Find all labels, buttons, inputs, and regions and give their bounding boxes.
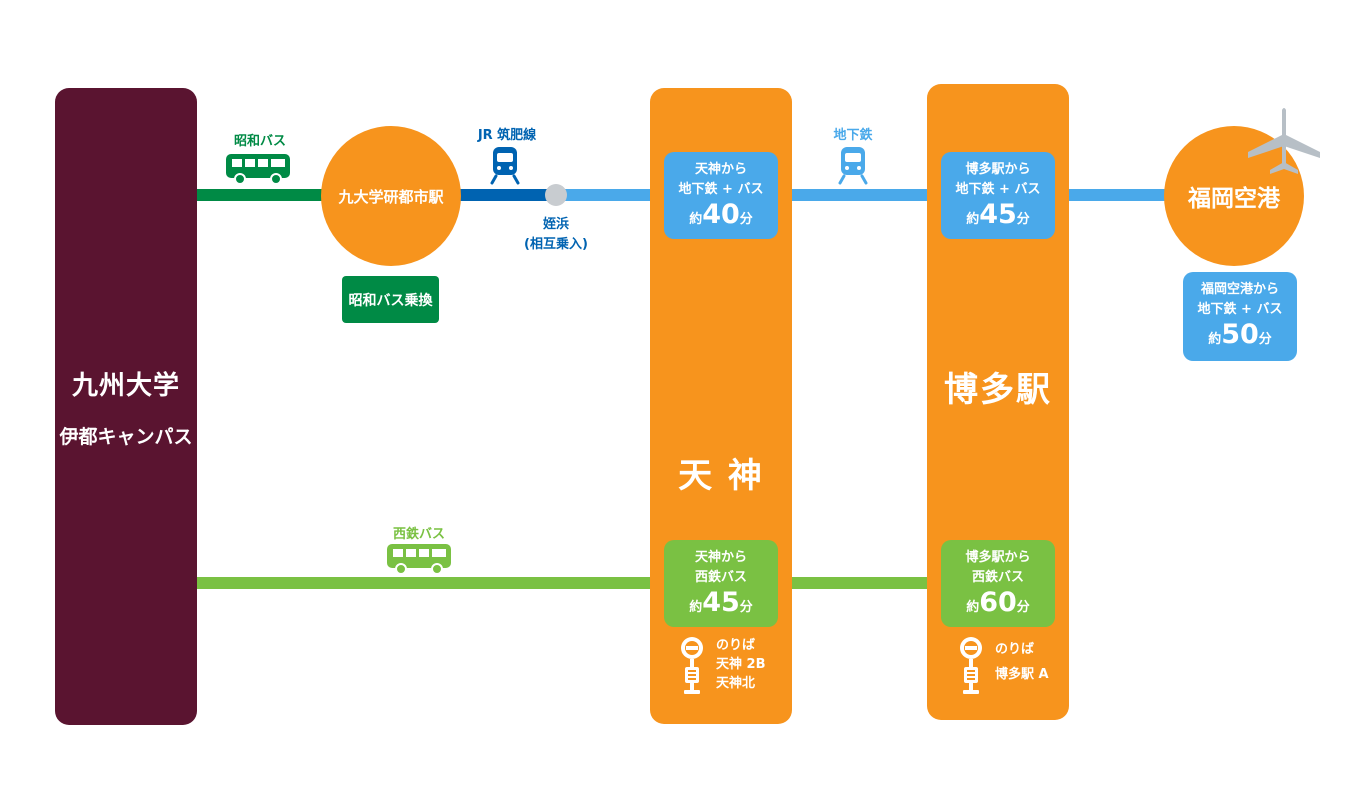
box-line2: 西鉄バス xyxy=(694,570,747,585)
train-icon xyxy=(490,147,520,185)
stop-text: のりば 天神 2B 天神北 xyxy=(716,636,765,693)
box-line1: 博多駅から xyxy=(965,550,1031,565)
jr-chikuhi-line xyxy=(448,189,556,201)
box-duration: 約50分 xyxy=(1183,320,1297,355)
tenjin-subway-box: 天神から 地下鉄 + バス 約40分 xyxy=(664,152,778,239)
hakata-bus-stop: のりば 博多駅 A xyxy=(957,636,1057,696)
campus-name: 九州大学 xyxy=(71,370,180,401)
box-duration: 約45分 xyxy=(941,200,1055,235)
tenjin-bus-stop: のりば 天神 2B 天神北 xyxy=(678,636,778,696)
duration-number: 40 xyxy=(702,199,740,230)
stop-text: のりば 博多駅 A xyxy=(995,640,1049,684)
box-duration: 約60分 xyxy=(941,588,1055,623)
duration-number: 60 xyxy=(979,587,1017,618)
hakata-bus-box: 博多駅から 西鉄バス 約60分 xyxy=(941,540,1055,627)
tenjin-title: 天 神 xyxy=(678,456,764,496)
duration-prefix: 約 xyxy=(1208,332,1222,347)
stop-line1: のりば xyxy=(716,638,756,653)
box-duration: 約45分 xyxy=(664,588,778,623)
meinohama-note: (相互乗入) xyxy=(524,237,588,252)
duration-unit: 分 xyxy=(739,600,753,615)
train-icon xyxy=(838,147,868,185)
hakata-title: 博多駅 xyxy=(944,370,1052,410)
kyushu-univ-ito-campus: 九州大学 伊都キャンパス xyxy=(55,88,197,725)
airport-name: 福岡空港 xyxy=(1188,186,1280,212)
box-line2: 地下鉄 + バス xyxy=(1197,302,1283,317)
airplane-icon xyxy=(1248,108,1320,174)
stop-line3: 天神北 xyxy=(716,676,756,691)
showa-bus-label: 昭和バス xyxy=(233,134,286,149)
box-line1: 天神から xyxy=(694,550,747,565)
duration-number: 45 xyxy=(979,199,1017,230)
box-line1: 天神から xyxy=(694,162,747,177)
box-line1: 福岡空港から xyxy=(1200,282,1279,297)
duration-number: 45 xyxy=(702,587,740,618)
duration-prefix: 約 xyxy=(966,600,980,615)
stop-line2: 天神 2B xyxy=(716,657,766,672)
hakata-subway-box: 博多駅から 地下鉄 + バス 約45分 xyxy=(941,152,1055,239)
stop-line2: 博多駅 A xyxy=(995,667,1049,682)
duration-unit: 分 xyxy=(1016,600,1030,615)
bus-stop-icon xyxy=(960,637,982,694)
duration-number: 50 xyxy=(1221,319,1259,350)
bus-icon xyxy=(226,154,290,185)
box-line2: 地下鉄 + バス xyxy=(955,182,1041,197)
box-line1: 博多駅から xyxy=(965,162,1031,177)
fukuoka-airport-circle: 福岡空港 xyxy=(1164,126,1304,266)
box-duration: 約40分 xyxy=(664,200,778,235)
duration-prefix: 約 xyxy=(689,212,703,227)
airport-box: 福岡空港から 地下鉄 + バス 約50分 xyxy=(1183,272,1297,361)
bus-stop-icon xyxy=(681,637,703,694)
nishitetsu-bus-line xyxy=(197,577,942,589)
box-line2: 地下鉄 + バス xyxy=(678,182,764,197)
nishitetsu-bus-label: 西鉄バス xyxy=(392,527,445,542)
tenjin-bus-box: 天神から 西鉄バス 約45分 xyxy=(664,540,778,627)
box-line2: 西鉄バス xyxy=(971,570,1024,585)
meinohama-label: 姪浜 xyxy=(542,217,569,232)
duration-prefix: 約 xyxy=(689,600,703,615)
showa-bus-line xyxy=(197,189,347,201)
hakata-column: 博多駅 博多駅から 地下鉄 + バス 約45分 博多駅から 西鉄バス 約60分 … xyxy=(927,84,1069,720)
tenjin-column: 天 神 天神から 地下鉄 + バス 約40分 天神から 西鉄バス 約45分 のり… xyxy=(650,88,792,724)
campus-sub: 伊都キャンパス xyxy=(59,425,193,448)
meinohama-junction xyxy=(545,184,567,206)
jr-line-label: JR 筑肥線 xyxy=(477,128,537,143)
bus-icon xyxy=(387,544,451,575)
station-circle-label: 九大学研都市駅 xyxy=(338,187,444,206)
duration-prefix: 約 xyxy=(966,212,980,227)
duration-unit: 分 xyxy=(739,212,753,227)
subway-label: 地下鉄 xyxy=(833,128,873,143)
duration-unit: 分 xyxy=(1258,332,1272,347)
duration-unit: 分 xyxy=(1016,212,1030,227)
station-kyudai-gakken-toshi: 九大学研都市駅 xyxy=(321,126,461,266)
stop-line1: のりば xyxy=(995,642,1035,657)
showa-bus-transfer-badge: 昭和バス乗換 xyxy=(342,276,439,323)
